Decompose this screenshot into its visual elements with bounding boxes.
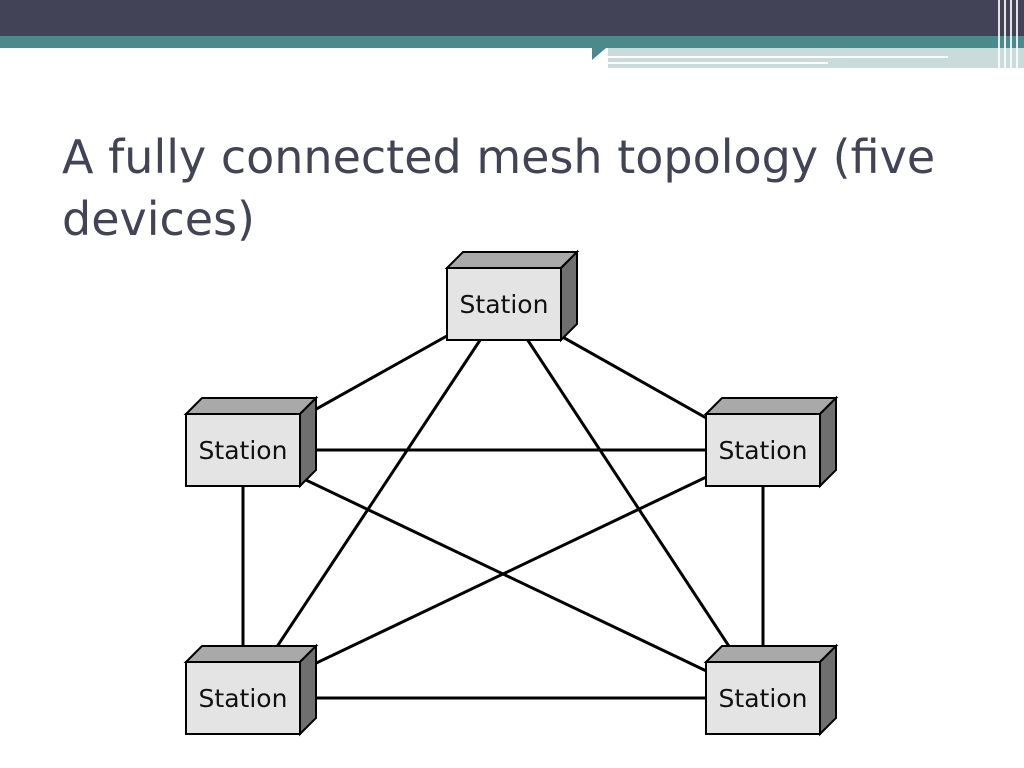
station-box-side <box>819 395 837 489</box>
station-box-side <box>299 395 317 489</box>
link-top-to-bottom-right <box>502 303 765 699</box>
station-node-left: Station <box>183 395 319 489</box>
station-label: Station <box>199 684 288 713</box>
links-layer <box>241 302 765 700</box>
station-box-front <box>185 661 301 735</box>
slide-title: A fully connected mesh topology (five de… <box>62 130 936 246</box>
header-decor-stripes <box>994 0 1024 68</box>
station-node-bottom-left: Station <box>183 643 319 737</box>
station-node-right: Station <box>703 395 839 489</box>
station-box-front <box>185 413 301 487</box>
header-bar <box>0 0 1024 36</box>
station-box-side <box>560 249 578 343</box>
link-right-to-bottom-left <box>242 448 764 700</box>
station-box-top <box>703 645 839 663</box>
station-box-front <box>446 267 562 341</box>
station-label: Station <box>719 684 808 713</box>
link-top-to-bottom-left <box>241 303 506 699</box>
station-node-top: Station <box>444 249 580 343</box>
station-node-bottom-right: Station <box>703 643 839 737</box>
station-box-side <box>819 643 837 737</box>
station-box-top <box>703 397 839 415</box>
station-label: Station <box>460 290 549 319</box>
header-accent-notch <box>592 36 606 60</box>
station-box-front <box>705 413 821 487</box>
station-box-top <box>444 251 580 269</box>
station-label: Station <box>199 436 288 465</box>
station-box-top <box>183 645 319 663</box>
header-decor-line-2 <box>608 62 828 64</box>
station-box-side <box>299 643 317 737</box>
header-accent-band <box>0 36 1024 48</box>
header-decor-line <box>608 56 948 58</box>
station-label: Station <box>719 436 808 465</box>
station-box-front <box>705 661 821 735</box>
station-box-top <box>183 397 319 415</box>
